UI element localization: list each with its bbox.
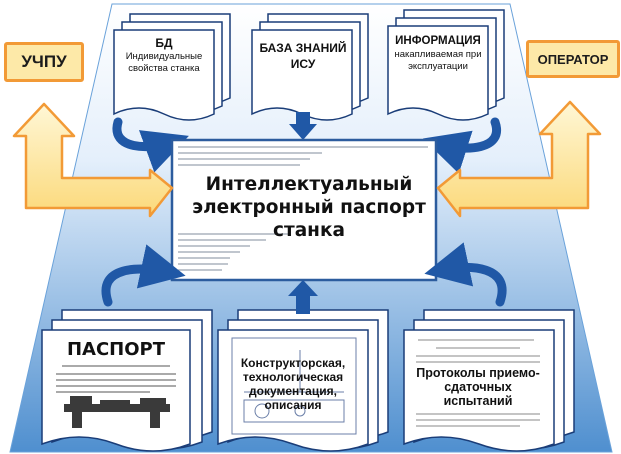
top-doc-2-title: БАЗА ЗНАНИЙ ИСУ <box>259 41 347 71</box>
top-doc-3-subtitle: накапливаемая при эксплуатации <box>394 49 482 72</box>
bottom-doc-2 <box>217 309 389 452</box>
cnc-control-label: УЧПУ <box>21 52 67 71</box>
left-side-arrow <box>12 102 174 218</box>
straight-arrow-top-head <box>289 124 317 140</box>
operator-box: ОПЕРАТОР <box>526 40 620 78</box>
bottom-doc-3-title: Протоколы приемо-сдаточных испытаний <box>416 366 540 408</box>
top-doc-1-text: БД Индивидуальные свойства станка <box>115 36 213 75</box>
top-doc-1-subtitle: Индивидуальные свойства станка <box>125 51 203 74</box>
curved-arrow-top-right <box>422 117 502 174</box>
bottom-doc-3 <box>403 309 575 452</box>
operator-label: ОПЕРАТОР <box>537 51 609 67</box>
center-title: Интеллектуальный электронный паспорт ста… <box>192 174 426 241</box>
technical-drawing <box>231 337 357 435</box>
top-doc-1-title: БД <box>155 36 173 50</box>
straight-arrow-bottom-head <box>288 280 318 296</box>
center-document-lines <box>178 146 428 271</box>
lathe-machine-image <box>64 396 170 428</box>
passport-text-lines <box>56 365 176 393</box>
curved-arrow-bottom-right <box>424 242 507 307</box>
top-doc-2-text: БАЗА ЗНАНИЙ ИСУ <box>258 40 348 72</box>
cnc-control-box: УЧПУ <box>4 42 84 82</box>
straight-arrow-top-shaft <box>296 112 310 126</box>
top-doc-3-text: ИНФОРМАЦИЯ накапливаемая при эксплуатаци… <box>389 34 487 73</box>
bottom-doc-1-title: ПАСПОРТ <box>66 339 166 360</box>
top-doc-2 <box>251 13 369 121</box>
protocol-text-lines <box>416 339 540 427</box>
right-side-arrow <box>436 100 602 218</box>
curved-arrow-bottom-left <box>101 244 186 307</box>
top-doc-1 <box>113 13 231 121</box>
bottom-doc-2-title: Конструкторская, технологическая докумен… <box>240 356 346 412</box>
top-doc-3-title: ИНФОРМАЦИЯ <box>395 35 481 47</box>
straight-arrow-bottom-shaft <box>296 294 310 314</box>
curved-arrow-top-left <box>112 117 189 173</box>
top-doc-3 <box>387 9 505 121</box>
center-document-frame <box>170 138 438 282</box>
